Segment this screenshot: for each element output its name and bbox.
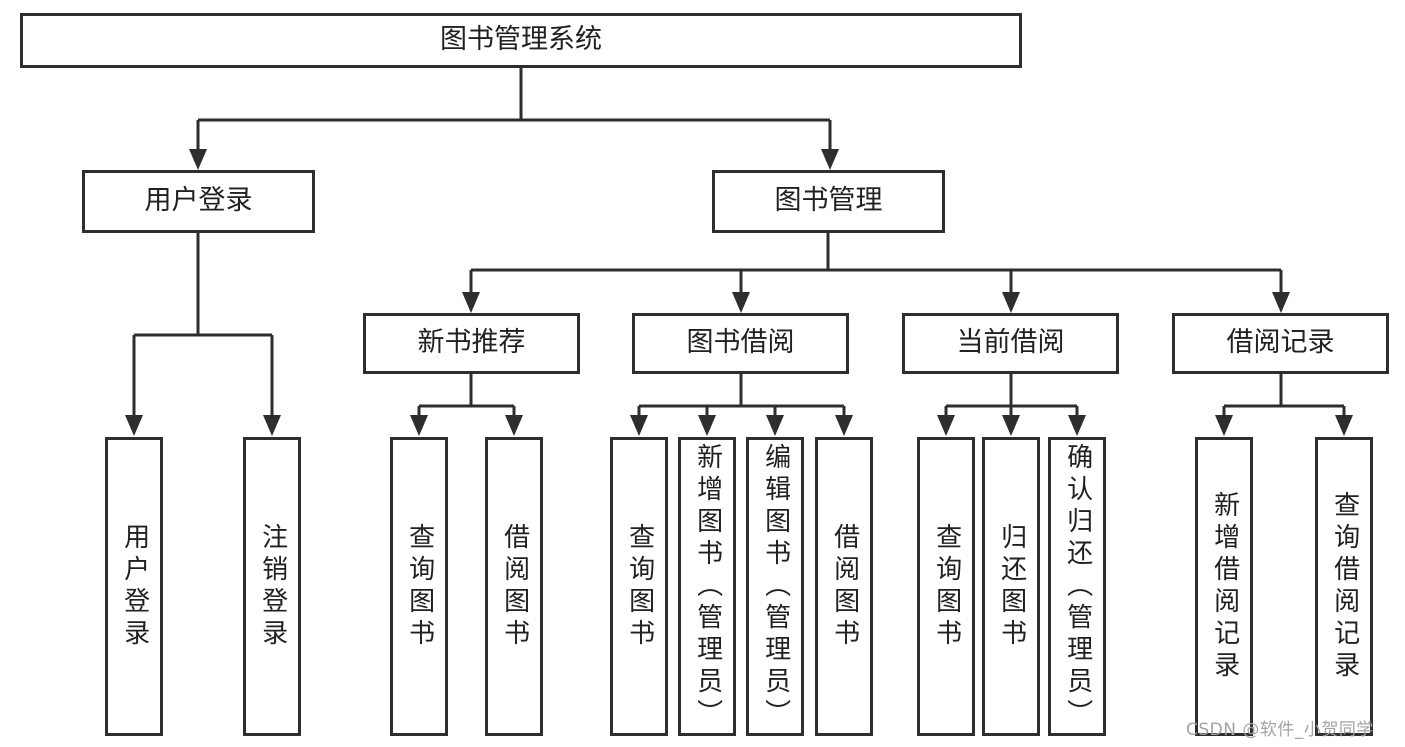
arrowheads-new-book-recommendation (410, 415, 523, 436)
arrowheads-book-borrowing (630, 415, 853, 436)
arrowheads-current-borrowing (937, 415, 1086, 436)
leaf-return-books: 归还图书 (982, 437, 1040, 736)
connector-new-book-recommendation (417, 374, 516, 418)
leaf-borrow-books-borrowing: 借阅图书 (815, 437, 873, 736)
node-user-login: 用户登录 (82, 170, 315, 233)
leaf-query-books-borrowing: 查询图书 (610, 437, 668, 736)
leaf-query-books-current: 查询图书 (917, 437, 975, 736)
node-current-borrowing: 当前借阅 (902, 313, 1119, 374)
node-book-management: 图书管理 (712, 170, 945, 233)
watermark: CSDN @软件_小贺同学 (1186, 720, 1374, 740)
connector-root-to-level2 (196, 68, 832, 152)
leaf-logout: 注销登录 (243, 437, 301, 736)
node-new-book-recommendation: 新书推荐 (363, 313, 580, 374)
leaf-query-borrow-record: 查询借阅记录 (1315, 437, 1373, 736)
leaf-query-books-recommend: 查询图书 (390, 437, 448, 736)
arrowheads-borrowing-records (1215, 415, 1353, 436)
connector-book-borrowing (637, 374, 846, 418)
node-borrowing-records: 借阅记录 (1172, 313, 1389, 374)
node-root: 图书管理系统 (20, 13, 1022, 68)
node-book-borrowing: 图书借阅 (632, 313, 849, 374)
connector-current-borrowing (944, 374, 1079, 418)
arrowheads-user-login-to-leaves (125, 415, 281, 436)
arrowheads-root-to-level2 (189, 149, 839, 170)
connector-book-management-to-level3 (469, 232, 1283, 295)
leaf-user-login: 用户登录 (105, 437, 163, 736)
leaf-borrow-books-recommend: 借阅图书 (485, 437, 543, 736)
leaf-confirm-return-admin: 确认归还（管理员） (1048, 437, 1106, 736)
connector-user-login-to-leaves (132, 233, 274, 418)
leaf-add-books-admin: 新增图书（管理员） (678, 437, 736, 736)
leaf-edit-books-admin: 编辑图书（管理员） (746, 437, 804, 736)
arrowheads-book-management-to-level3 (462, 292, 1290, 313)
leaf-add-borrow-record: 新增借阅记录 (1195, 437, 1253, 736)
connector-borrowing-records (1222, 374, 1346, 418)
